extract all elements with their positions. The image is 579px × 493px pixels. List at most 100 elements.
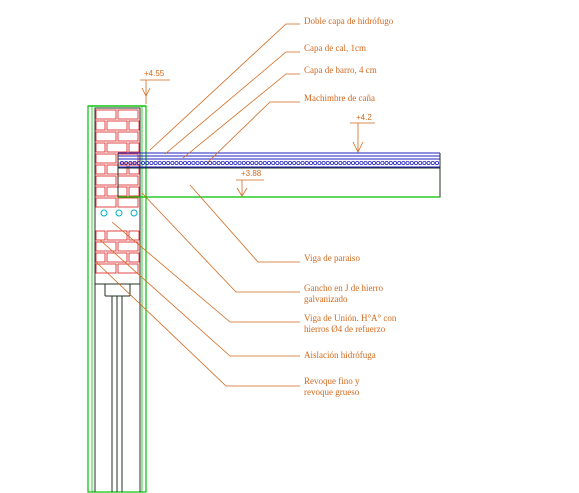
cane	[355, 160, 360, 165]
hook-anchor	[115, 209, 123, 217]
cane	[392, 160, 397, 165]
brick	[117, 109, 139, 120]
cane	[321, 160, 326, 165]
brick	[95, 252, 106, 263]
brick-zone	[94, 107, 141, 285]
brick	[117, 263, 139, 274]
cane	[325, 160, 330, 165]
cane	[166, 160, 171, 165]
label-machimbre: Machimbre de caña	[304, 93, 375, 103]
cane	[279, 160, 284, 165]
cane	[296, 160, 301, 165]
cane	[262, 160, 267, 165]
cane	[124, 160, 129, 165]
cane	[212, 160, 217, 165]
cane	[409, 160, 414, 165]
cane	[359, 160, 364, 165]
cane	[237, 160, 242, 165]
cane-row	[120, 160, 439, 165]
brick	[95, 120, 106, 131]
label-aislacion: Aislación hidrófuga	[304, 350, 376, 360]
cane	[128, 160, 133, 165]
brick	[117, 175, 139, 186]
cane	[380, 160, 385, 165]
level-wall-top: +4.55	[144, 69, 165, 78]
cane	[376, 160, 381, 165]
cane	[161, 160, 166, 165]
brick	[128, 164, 140, 175]
brick	[128, 230, 140, 241]
cane	[418, 160, 423, 165]
brick	[95, 131, 117, 142]
cane	[149, 160, 154, 165]
label-doble-capa: Doble capa de hidrófugo	[304, 16, 394, 26]
brick	[128, 252, 140, 263]
cane	[342, 160, 347, 165]
cane	[397, 160, 402, 165]
brick	[95, 186, 106, 197]
cane	[426, 160, 431, 165]
brick	[95, 109, 117, 120]
cane	[434, 160, 439, 165]
cane	[338, 160, 343, 165]
brick	[106, 142, 128, 153]
cane	[304, 160, 309, 165]
cane	[182, 160, 187, 165]
cane	[229, 160, 234, 165]
roof-slab	[117, 152, 441, 198]
cane	[317, 160, 322, 165]
hook-anchors	[100, 209, 138, 217]
label-capa-cal: Capa de cal, 1cm	[304, 43, 366, 53]
wall	[87, 105, 147, 493]
cane	[195, 160, 200, 165]
cane	[178, 160, 183, 165]
brick	[95, 263, 117, 274]
cane	[203, 160, 208, 165]
brick	[117, 241, 139, 252]
brick	[95, 142, 106, 153]
cane	[174, 160, 179, 165]
brick	[128, 186, 140, 197]
brick	[95, 164, 106, 175]
level-marker-ceiling: +3.88	[236, 169, 264, 197]
brick	[95, 175, 117, 186]
cane	[170, 160, 175, 165]
cane	[241, 160, 246, 165]
labels: Doble capa de hidrófugo Capa de cal, 1cm…	[304, 16, 397, 397]
label-revoque-line1: Revoque fino y	[304, 376, 360, 386]
brick	[106, 164, 128, 175]
cane	[388, 160, 393, 165]
brick	[117, 131, 139, 142]
cane	[153, 160, 158, 165]
cane	[199, 160, 204, 165]
level-roof-top: +4.2	[356, 113, 372, 122]
cane	[401, 160, 406, 165]
paraiso-beam	[117, 167, 441, 198]
cane	[216, 160, 221, 165]
lower-wall-lines	[94, 284, 141, 492]
cane	[329, 160, 334, 165]
cane	[384, 160, 389, 165]
cane	[250, 160, 255, 165]
cane	[254, 160, 259, 165]
cane	[187, 160, 192, 165]
level-ceiling: +3.88	[241, 169, 262, 178]
cane	[422, 160, 427, 165]
brick	[95, 153, 117, 164]
brick	[117, 197, 139, 208]
cane	[157, 160, 162, 165]
cane	[271, 160, 276, 165]
brick	[106, 120, 128, 131]
cane	[334, 160, 339, 165]
cane	[132, 160, 137, 165]
cane	[208, 160, 213, 165]
brick	[106, 252, 128, 263]
cane	[140, 160, 145, 165]
cane	[346, 160, 351, 165]
label-viga-union-line2: hierros Ø4 de refuerzo	[304, 324, 386, 334]
label-gancho-line1: Gancho en J de hierro	[304, 283, 383, 293]
cane	[371, 160, 376, 165]
level-marker-wall-top: +4.55	[140, 69, 170, 104]
cane	[245, 160, 250, 165]
